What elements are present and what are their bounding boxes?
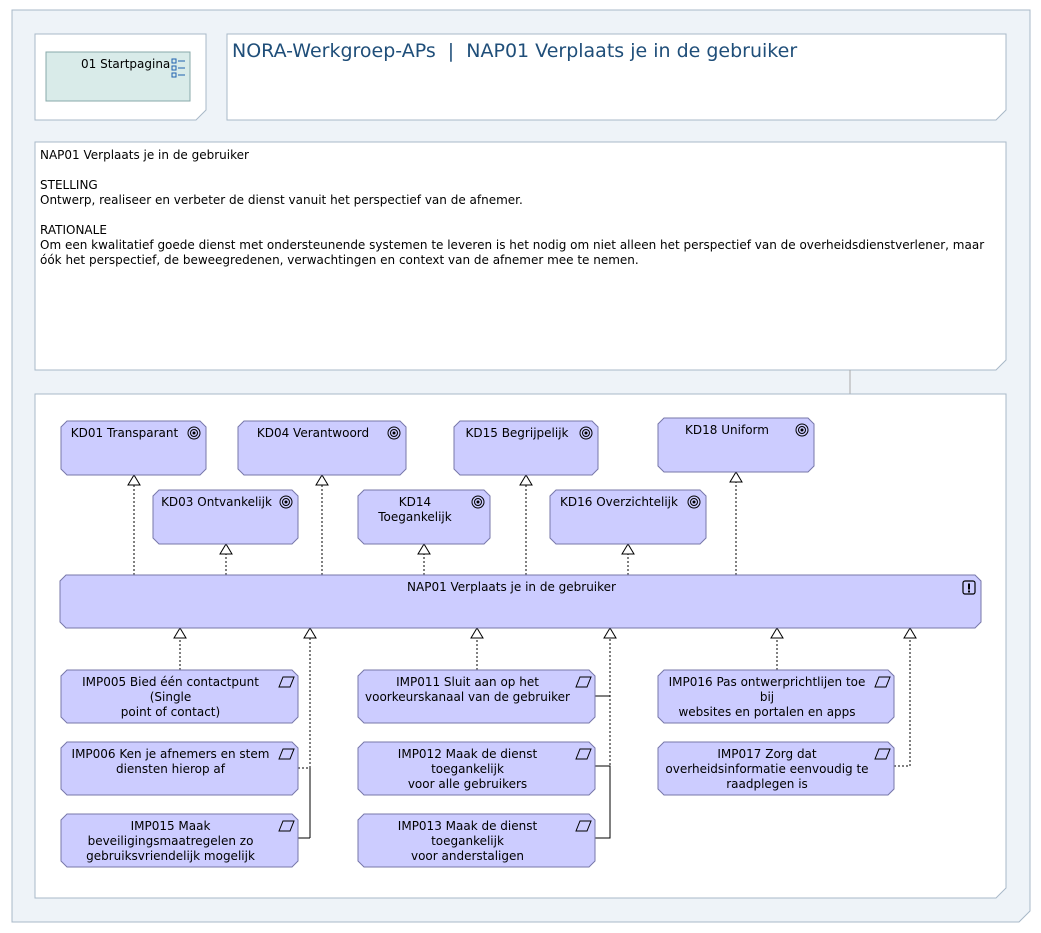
realization-line: [894, 638, 911, 767]
realization-arrowhead: [729, 471, 743, 483]
documentation-box: [34, 141, 1007, 371]
elements: [59, 417, 982, 868]
goal-icon: [471, 495, 485, 509]
goal-icon: [579, 426, 593, 440]
kd01-element[interactable]: [60, 420, 207, 476]
goal-icon: [187, 426, 201, 440]
realization-arrowhead: [621, 543, 635, 555]
realization-arrowhead: [770, 627, 784, 639]
requirement-icon: [575, 820, 592, 832]
stelling-label: STELLING: [40, 178, 98, 192]
imp013-element[interactable]: [357, 813, 596, 868]
requirement-icon: [278, 748, 295, 760]
kd15-element[interactable]: [453, 420, 599, 476]
realization-arrowhead: [303, 627, 317, 639]
imp012-element[interactable]: [357, 741, 596, 796]
goal-icon: [279, 495, 293, 509]
goal-icon: [795, 423, 809, 437]
relations: [127, 471, 917, 839]
imp015-element[interactable]: [60, 813, 299, 868]
nap01-element[interactable]: [59, 574, 982, 629]
requirement-icon: [874, 676, 891, 688]
rationale-text: Om een kwalitatief goede dienst met onde…: [40, 238, 985, 267]
imp006-element[interactable]: [60, 741, 299, 796]
rationale-label: RATIONALE: [40, 223, 107, 237]
view-reference-icon: [171, 58, 185, 78]
realization-line: [595, 638, 611, 839]
realization-arrowhead: [603, 627, 617, 639]
realization-arrowhead: [315, 474, 329, 486]
kd04-element[interactable]: [237, 420, 407, 476]
imp016-element[interactable]: [657, 669, 895, 724]
kd03-element[interactable]: [152, 489, 299, 545]
stelling-text: Ontwerp, realiseer en verbeter de dienst…: [40, 193, 523, 207]
requirement-icon: [278, 676, 295, 688]
imp017-element[interactable]: [657, 741, 895, 796]
kd18-element[interactable]: [657, 417, 815, 473]
realization-line: [298, 638, 311, 839]
startpagina-button[interactable]: [45, 51, 191, 102]
realization-arrowhead: [519, 474, 533, 486]
doc-heading: NAP01 Verplaats je in de gebruiker: [40, 148, 249, 162]
requirement-icon: [874, 748, 891, 760]
documentation-text: NAP01 Verplaats je in de gebruiker STELL…: [40, 148, 995, 283]
principle-icon: [962, 580, 976, 595]
kd14-element[interactable]: [357, 489, 491, 545]
requirement-icon: [278, 820, 295, 832]
realization-arrowhead: [173, 627, 187, 639]
realization-arrowhead: [470, 627, 484, 639]
goal-icon: [387, 426, 401, 440]
startpagina-label: 01 Startpagina: [81, 57, 171, 71]
imp005-element[interactable]: [60, 669, 299, 724]
requirement-icon: [575, 748, 592, 760]
goal-icon: [687, 495, 701, 509]
imp011-element[interactable]: [357, 669, 596, 724]
realization-arrowhead: [417, 543, 431, 555]
requirement-icon: [575, 676, 592, 688]
kd16-element[interactable]: [549, 489, 707, 545]
realization-arrowhead: [219, 543, 233, 555]
view-title: NORA-Werkgroep-APs | NAP01 Verplaats je …: [232, 40, 798, 62]
realization-arrowhead: [127, 474, 141, 486]
title-box: [226, 33, 1007, 121]
realization-arrowhead: [903, 627, 917, 639]
